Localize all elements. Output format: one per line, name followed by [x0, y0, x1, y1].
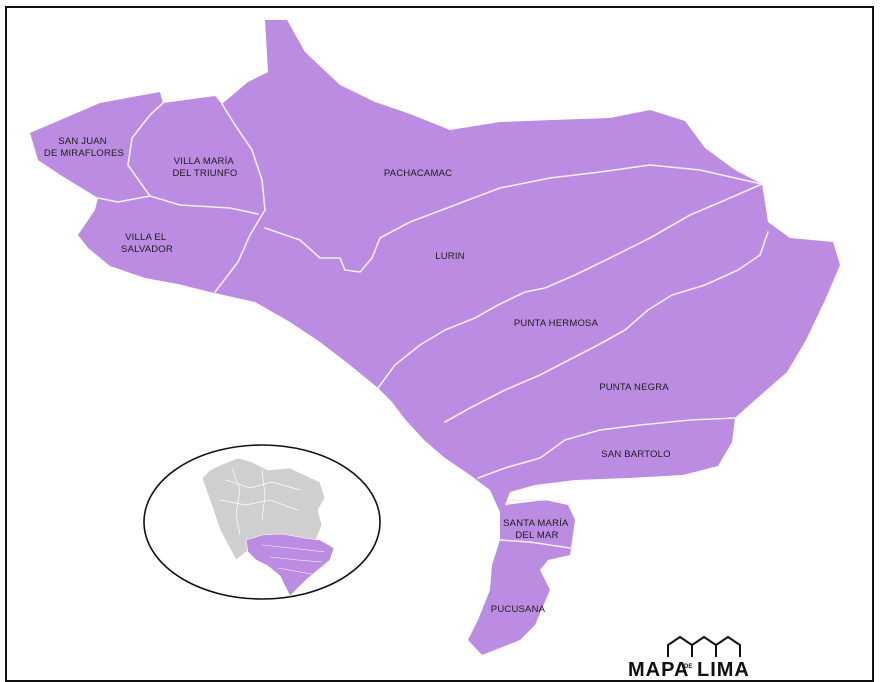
boundary-santa-maria-pucusana [499, 539, 571, 549]
label-lurin: LURIN [435, 251, 465, 262]
label-punta-negra: PUNTA NEGRA [599, 382, 669, 393]
boundary-ves-lurin [214, 209, 266, 293]
mapa-de-lima-logo: MAPA DE LIMA [628, 635, 750, 681]
logo-word-lima: LIMA [697, 659, 750, 681]
boundary-lurin-punta-hermosa [377, 183, 763, 389]
boundary-sjm-ves [97, 195, 151, 203]
logo-word-mapa: MAPA [628, 659, 689, 681]
label-punta-hermosa: PUNTA HERMOSA [514, 318, 599, 329]
label-pachacamac: PACHACAMAC [384, 168, 452, 179]
boundary-punta-negra-san-bartolo [477, 417, 736, 479]
house-roofs-icon [667, 635, 741, 657]
label-santa-maria-del-mar: SANTA MARÍA DEL MAR [503, 518, 571, 541]
inset-internal-lines [219, 467, 301, 536]
label-san-bartolo: SAN BARTOLO [601, 449, 670, 460]
boundary-vmt-ves [149, 195, 259, 215]
logo-word-de: DE [684, 664, 692, 670]
label-san-juan-de-miraflores: SAN JUAN DE MIRAFLORES [44, 136, 124, 159]
south-lima-landmass [30, 20, 840, 655]
boundary-sjm-vmt [127, 102, 164, 197]
lima-locator-icon [143, 444, 381, 600]
boundary-pachacamac-lurin [264, 164, 763, 273]
district-labels: SAN JUAN DE MIRAFLORES VILLA MARÍA DEL T… [44, 136, 671, 615]
inset-south-highlight [245, 533, 335, 597]
label-villa-maria-del-triunfo: VILLA MARÍA DEL TRIUNFO [172, 156, 237, 179]
label-pucusana: PUCUSANA [491, 604, 546, 615]
boundary-punta-hermosa-punta-negra [444, 231, 769, 423]
inset-south-lines [261, 544, 326, 575]
label-villa-el-salvador: VILLA EL SALVADOR [121, 232, 173, 255]
district-boundaries [97, 102, 769, 549]
boundary-vmt-pachacamac [221, 103, 266, 211]
